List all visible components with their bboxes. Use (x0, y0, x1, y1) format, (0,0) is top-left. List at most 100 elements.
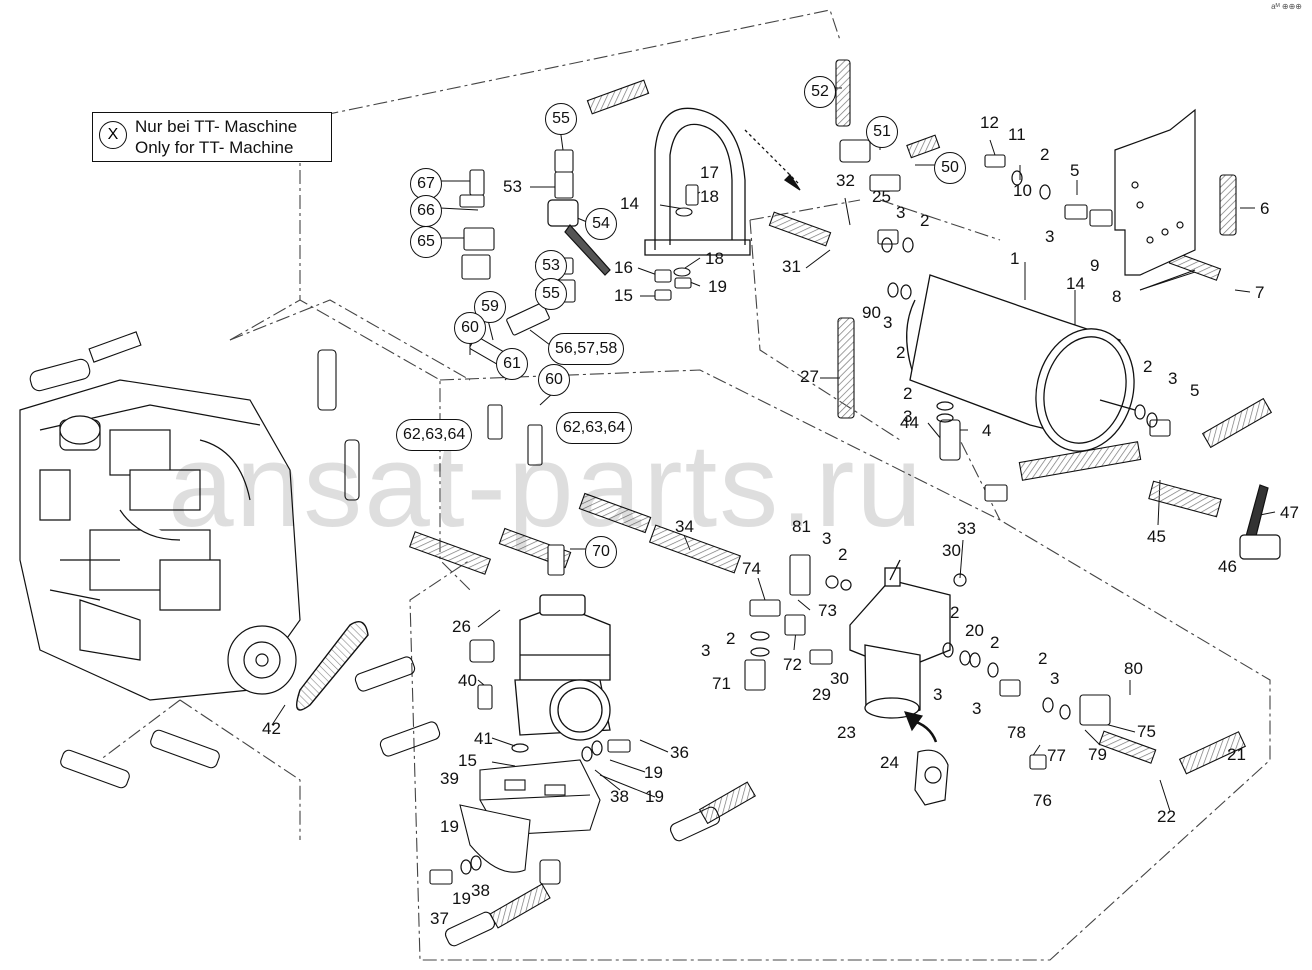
mounting-plate (1114, 108, 1196, 276)
callout-15b: 15 (458, 751, 477, 770)
callout-55b: 55 (535, 278, 567, 310)
callout-2h: 2 (950, 603, 960, 622)
air-compressor (514, 594, 611, 741)
callout-46: 46 (1218, 557, 1237, 576)
callout-65: 65 (410, 226, 442, 258)
callout-47: 47 (1280, 503, 1299, 522)
callout-75: 75 (1137, 722, 1156, 741)
callout-66: 66 (410, 195, 442, 227)
callout-76: 76 (1033, 791, 1052, 810)
callout-14a: 14 (620, 194, 639, 213)
callout-19d: 19 (440, 817, 459, 836)
drain-valve (1239, 484, 1281, 560)
callout-3d: 3 (1168, 369, 1178, 388)
callout-36: 36 (670, 743, 689, 762)
callout-38a: 38 (610, 787, 629, 806)
compressor-bracket (459, 759, 601, 873)
callout-14b: 14 (1066, 274, 1085, 293)
callout-3h: 3 (933, 685, 943, 704)
callout-78: 78 (1007, 723, 1026, 742)
callout-19b: 19 (644, 763, 663, 782)
callout-11: 11 (1008, 125, 1026, 144)
callout-90: 90 (862, 303, 881, 322)
callout-60b: 60 (538, 364, 570, 396)
drive-belt (296, 621, 369, 711)
callout-51: 51 (866, 116, 898, 148)
legend-x-symbol: X (99, 121, 127, 149)
callout-40: 40 (458, 671, 477, 690)
callout-50: 50 (934, 152, 966, 184)
callout-42: 42 (262, 719, 281, 738)
callout-2d: 2 (1143, 357, 1153, 376)
filter-cartridge (904, 711, 949, 806)
callout-23: 23 (837, 723, 856, 742)
air-dryer (849, 559, 951, 719)
corner-mark: aᴹ ⊕⊕⊕ (1271, 2, 1302, 11)
callout-25: 25 (872, 187, 891, 206)
callout-53a: 53 (503, 177, 522, 196)
callout-81: 81 (792, 517, 811, 536)
watermark: ansat-parts.ru (168, 420, 924, 552)
callout-3f: 3 (822, 529, 832, 548)
callout-5a: 5 (1070, 161, 1080, 180)
tank-strap (644, 107, 801, 256)
callout-24: 24 (880, 753, 899, 772)
callout-30b: 30 (830, 669, 849, 688)
callout-19e: 19 (452, 889, 471, 908)
callout-18b: 18 (705, 249, 724, 268)
callout-6: 6 (1260, 199, 1270, 218)
callout-2i: 2 (990, 633, 1000, 652)
hoses (29, 59, 1273, 947)
callout-38b: 38 (471, 881, 490, 900)
callout-29: 29 (812, 685, 831, 704)
legend-text-german: Nur bei TT- Maschine (135, 117, 298, 136)
callout-61: 61 (496, 348, 528, 380)
callout-2c: 2 (1040, 145, 1050, 164)
callout-15a: 15 (614, 286, 633, 305)
callout-4: 4 (982, 421, 992, 440)
callout-34: 34 (675, 517, 694, 536)
callout-22: 22 (1157, 807, 1176, 826)
callout-19a: 19 (708, 277, 727, 296)
callout-5b: 5 (1190, 381, 1200, 400)
callout-21: 21 (1227, 745, 1246, 764)
washers (460, 170, 1158, 875)
callout-52: 52 (804, 76, 836, 108)
callout-3e: 3 (903, 407, 913, 426)
callout-18a: 18 (700, 187, 719, 206)
callout-44: 44 (900, 413, 919, 432)
callout-7: 7 (1255, 283, 1265, 302)
callout-9: 9 (1090, 256, 1100, 275)
callout-39: 39 (440, 769, 459, 788)
callout-55a: 55 (545, 103, 577, 135)
air-tank (906, 274, 1136, 452)
callout-62-64a: 62,63,64 (396, 419, 473, 451)
callout-2g: 2 (726, 629, 736, 648)
callout-3i: 3 (972, 699, 982, 718)
callout-20: 20 (965, 621, 984, 640)
engine-block (19, 379, 301, 701)
callout-3g: 3 (701, 641, 711, 660)
callout-3a: 3 (896, 203, 906, 222)
callout-73: 73 (818, 601, 837, 620)
callout-80: 80 (1124, 659, 1143, 678)
legend-text-english: Only for TT- Machine (135, 138, 294, 157)
callout-10: 10 (1013, 181, 1032, 200)
callout-54: 54 (585, 208, 617, 240)
callout-60a: 60 (454, 312, 486, 344)
callout-72: 72 (783, 655, 802, 674)
callout-31: 31 (782, 257, 801, 276)
callout-26: 26 (452, 617, 471, 636)
bracket-leaders (1139, 271, 1196, 291)
callout-3j: 3 (1050, 669, 1060, 688)
callout-30a: 30 (942, 541, 961, 560)
callout-71: 71 (712, 674, 731, 693)
callout-19c: 19 (645, 787, 664, 806)
callout-56-58: 56,57,58 (548, 333, 625, 365)
shutoff-valve (547, 199, 611, 276)
callout-2f: 2 (838, 545, 848, 564)
callout-12: 12 (980, 113, 999, 132)
callout-2b: 2 (896, 343, 906, 362)
callout-79: 79 (1088, 745, 1107, 764)
callout-2e: 2 (903, 384, 913, 403)
